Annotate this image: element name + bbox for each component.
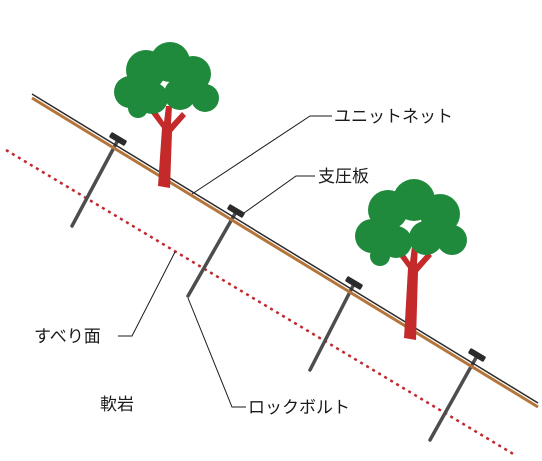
slope-surface-line <box>31 96 539 409</box>
bearing-plate-icon <box>345 276 363 290</box>
bearing-plates <box>109 132 486 362</box>
rock-bolt-label: ロックボルト <box>248 398 350 418</box>
rock-bolt-3 <box>308 282 356 372</box>
tree-trunk <box>396 246 432 340</box>
soft-rock-label: 軟岩 <box>100 395 134 415</box>
slip-surface-label: すべり面 <box>34 327 101 347</box>
leader-rock-bolt <box>187 297 246 408</box>
tree-icon <box>114 42 219 188</box>
rock-bolt-1 <box>70 138 120 228</box>
tree-foliage <box>355 179 467 266</box>
bearing-plate-label: 支圧板 <box>318 167 369 187</box>
bearing-plate-icon <box>227 204 245 218</box>
tree-foliage <box>114 42 219 118</box>
tree-trunk <box>150 106 186 188</box>
leader-bearing-plate <box>243 175 315 214</box>
tree-icon <box>355 179 467 340</box>
unit-net-line <box>31 93 539 404</box>
leader-slip-surface <box>118 251 176 337</box>
leader-unit-net <box>191 115 332 195</box>
bearing-plate-icon <box>468 348 486 362</box>
slip-surface-line <box>5 148 516 457</box>
rock-bolts <box>70 138 479 442</box>
rock-bolt-4 <box>428 354 479 442</box>
bearing-plate-icon <box>109 132 127 146</box>
rock-bolt-2 <box>186 210 238 298</box>
leader-lines <box>118 115 332 408</box>
unit-net-label: ユニットネット <box>334 107 453 127</box>
